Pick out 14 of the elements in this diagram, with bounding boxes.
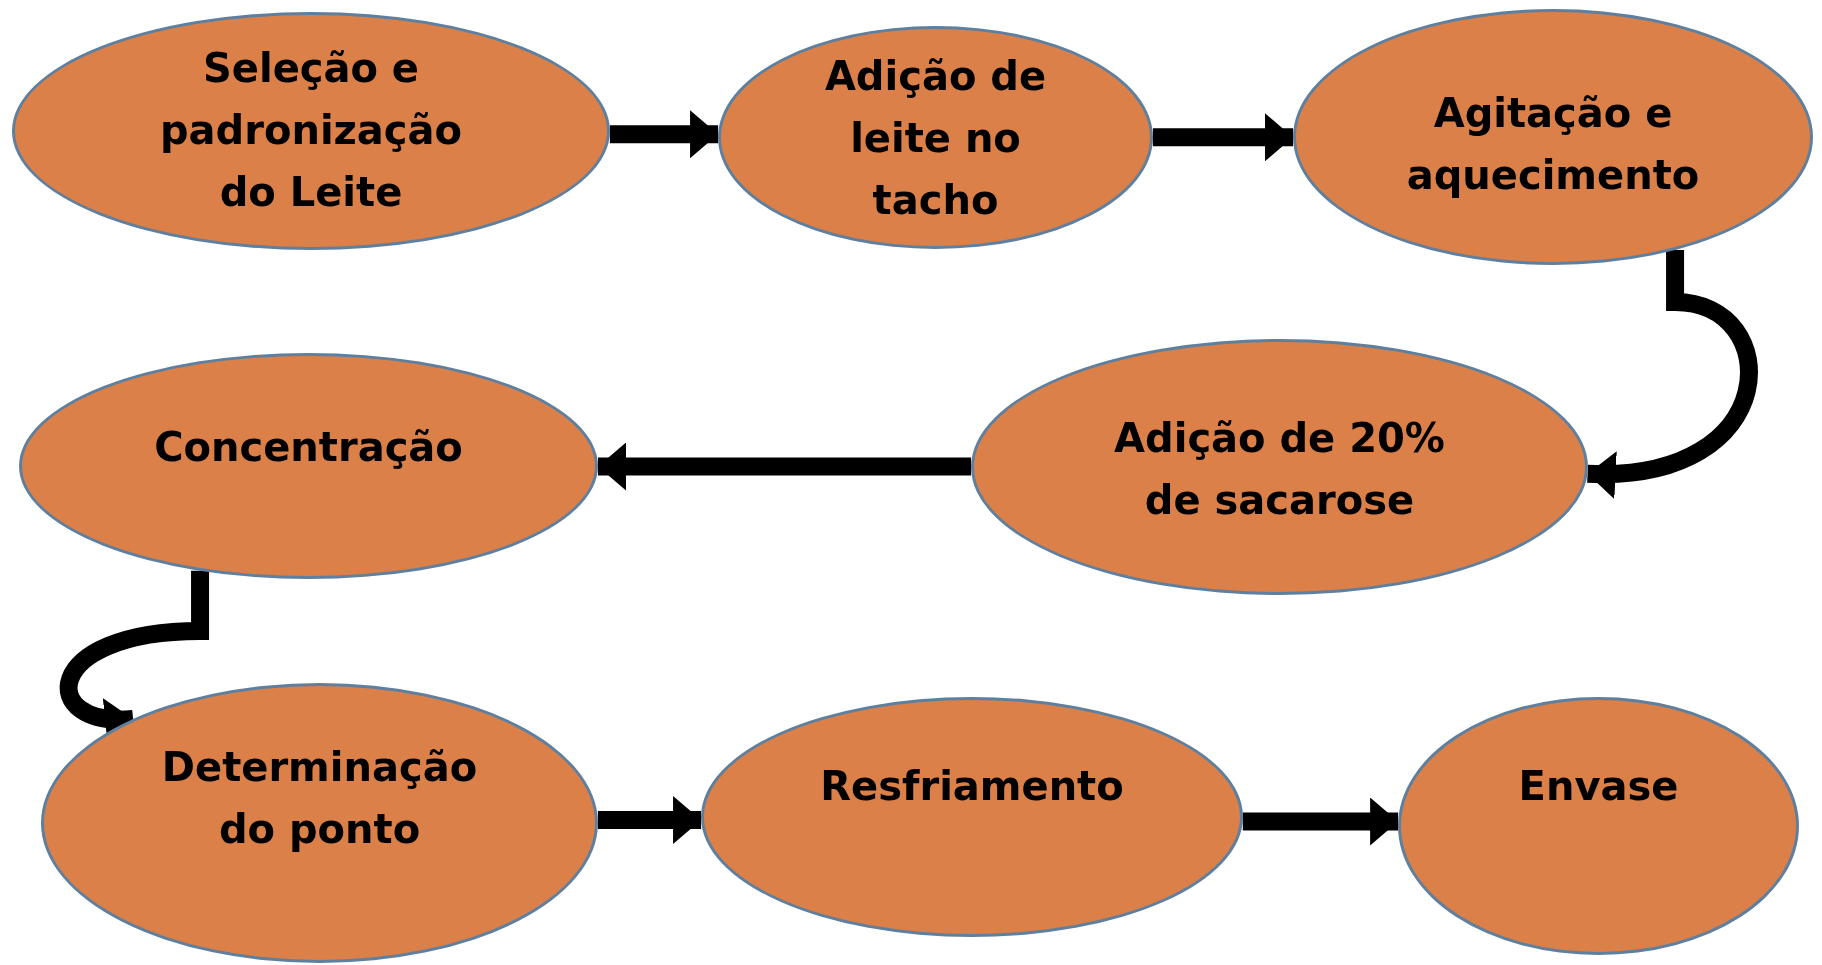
- arrow: [609, 110, 719, 159]
- step-label: Adição de 20% de sacarose: [1113, 414, 1446, 525]
- arrow: [1587, 250, 1758, 497]
- arrow: [598, 442, 971, 491]
- step-label: Determinação do ponto: [160, 743, 479, 854]
- arrow: [597, 796, 702, 844]
- step-label: Seleção e padronização do Leite: [158, 44, 464, 217]
- step-label: Adição de leite no tacho: [823, 52, 1048, 225]
- step-label: Envase: [1518, 762, 1679, 811]
- arrow: [1153, 113, 1293, 162]
- arrow: [1242, 797, 1399, 846]
- step-label: Concentração: [154, 423, 463, 472]
- step-label: Resfriamento: [820, 762, 1124, 811]
- step-label: Agitação e aquecimento: [1405, 89, 1701, 200]
